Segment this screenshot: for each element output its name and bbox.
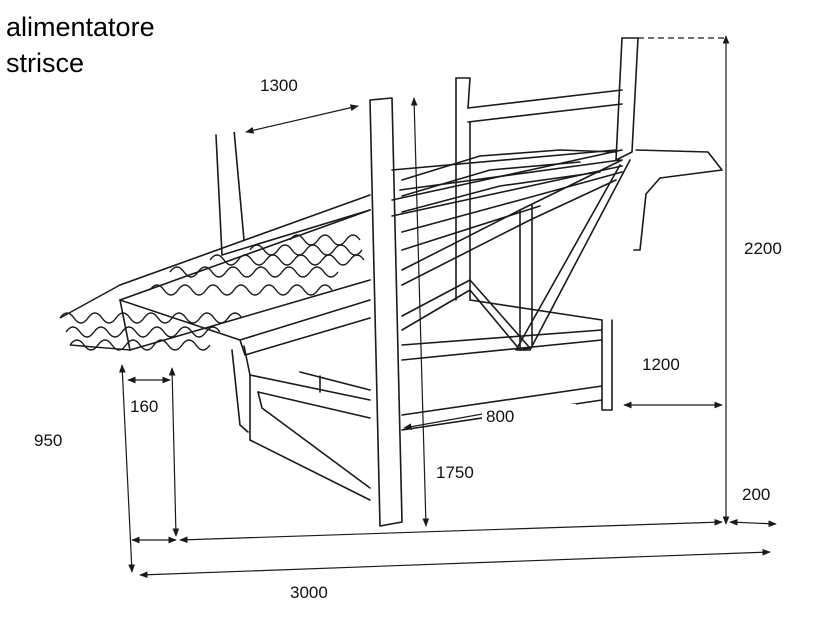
title-line-2: strisce (6, 48, 85, 78)
dimension-label-800: 800 (482, 404, 576, 434)
dimension-label-2200: 2200 (740, 236, 820, 266)
dimension-label-1200: 1200 (638, 352, 696, 382)
dimension-label-3000: 3000 (286, 580, 554, 612)
dimension-label-160: 160 (126, 394, 172, 422)
wavy-strips (59, 234, 365, 351)
dimension-label-1750: 1750 (432, 460, 522, 492)
title-line-1: alimentatore (6, 12, 155, 42)
title-panel: alimentatore strisce (0, 0, 245, 132)
dimension-lines (119, 35, 777, 579)
dimension-label-1300: 1300 (256, 73, 334, 101)
frame-structure (119, 37, 723, 527)
dimension-label-950: 950 (30, 428, 114, 466)
dimension-label-200: 200 (738, 482, 808, 510)
